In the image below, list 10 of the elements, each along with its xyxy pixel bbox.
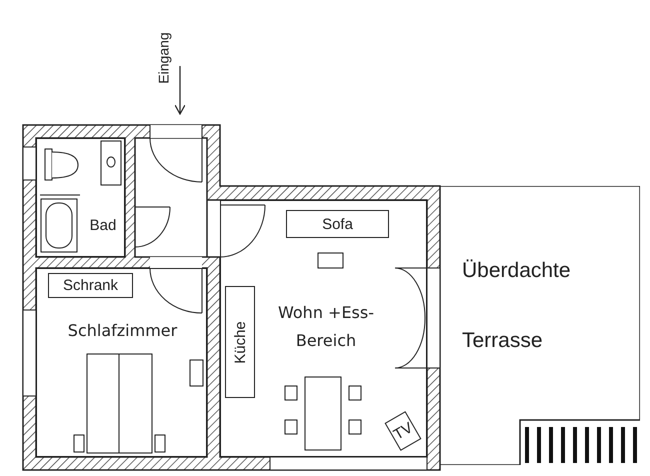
room-label: Wohn +Ess-Bereich [277,302,375,352]
tv: TV [384,411,422,451]
wardrobe: Schrank [48,273,133,298]
room-label: Überdachte Terrasse [462,258,572,354]
entrance-label: Eingang [156,32,172,84]
room-label: Bad [88,217,118,234]
room [220,200,427,457]
room-label: Schlafzimmer [66,321,178,340]
sofa: Sofa [286,210,389,238]
kitchen-counter: Küche [225,286,255,398]
